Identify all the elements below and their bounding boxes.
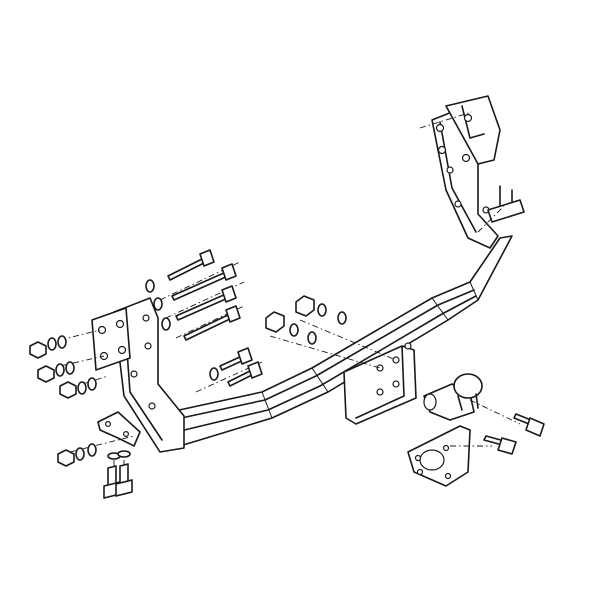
bolt bbox=[513, 413, 545, 437]
plate-hole bbox=[376, 388, 384, 396]
bolt bbox=[183, 305, 241, 341]
socket-plate bbox=[407, 425, 471, 487]
washer bbox=[337, 311, 347, 325]
bolt bbox=[171, 263, 237, 301]
plate-hole bbox=[376, 364, 384, 372]
right-flange-block bbox=[445, 95, 501, 165]
washer bbox=[77, 381, 87, 395]
washer bbox=[317, 303, 327, 317]
bolts bbox=[103, 249, 545, 499]
nut bbox=[37, 365, 55, 383]
washers bbox=[47, 279, 347, 461]
left-flange-plate bbox=[91, 307, 131, 371]
washer bbox=[289, 323, 299, 337]
plate-hole bbox=[392, 380, 400, 388]
bolt bbox=[219, 347, 253, 371]
washer bbox=[161, 317, 171, 331]
nut bbox=[59, 381, 77, 399]
lower-tab-bracket bbox=[97, 411, 141, 447]
nut bbox=[265, 311, 285, 333]
washer bbox=[307, 331, 317, 345]
nut bbox=[57, 449, 75, 467]
washer bbox=[153, 297, 163, 311]
bolt bbox=[167, 249, 215, 281]
bolt bbox=[175, 285, 237, 321]
washer bbox=[75, 447, 85, 461]
bolt bbox=[483, 435, 517, 455]
crossbar bbox=[169, 235, 513, 447]
centre-mounting-plate bbox=[343, 342, 417, 425]
nut bbox=[29, 341, 47, 359]
washer bbox=[47, 337, 57, 351]
washer bbox=[87, 443, 97, 457]
washer bbox=[117, 450, 131, 458]
nut bbox=[295, 295, 315, 317]
bolt bbox=[115, 463, 133, 497]
towball bbox=[423, 373, 483, 421]
right-bracket bbox=[431, 95, 525, 249]
left-bracket bbox=[91, 297, 185, 453]
washer bbox=[145, 279, 155, 293]
washer bbox=[87, 377, 97, 391]
washer bbox=[55, 363, 65, 377]
washer bbox=[65, 361, 75, 375]
plate-hole bbox=[404, 342, 412, 350]
washer bbox=[209, 367, 219, 381]
washer bbox=[57, 335, 67, 349]
nuts bbox=[29, 295, 315, 467]
bolt bbox=[227, 361, 263, 387]
